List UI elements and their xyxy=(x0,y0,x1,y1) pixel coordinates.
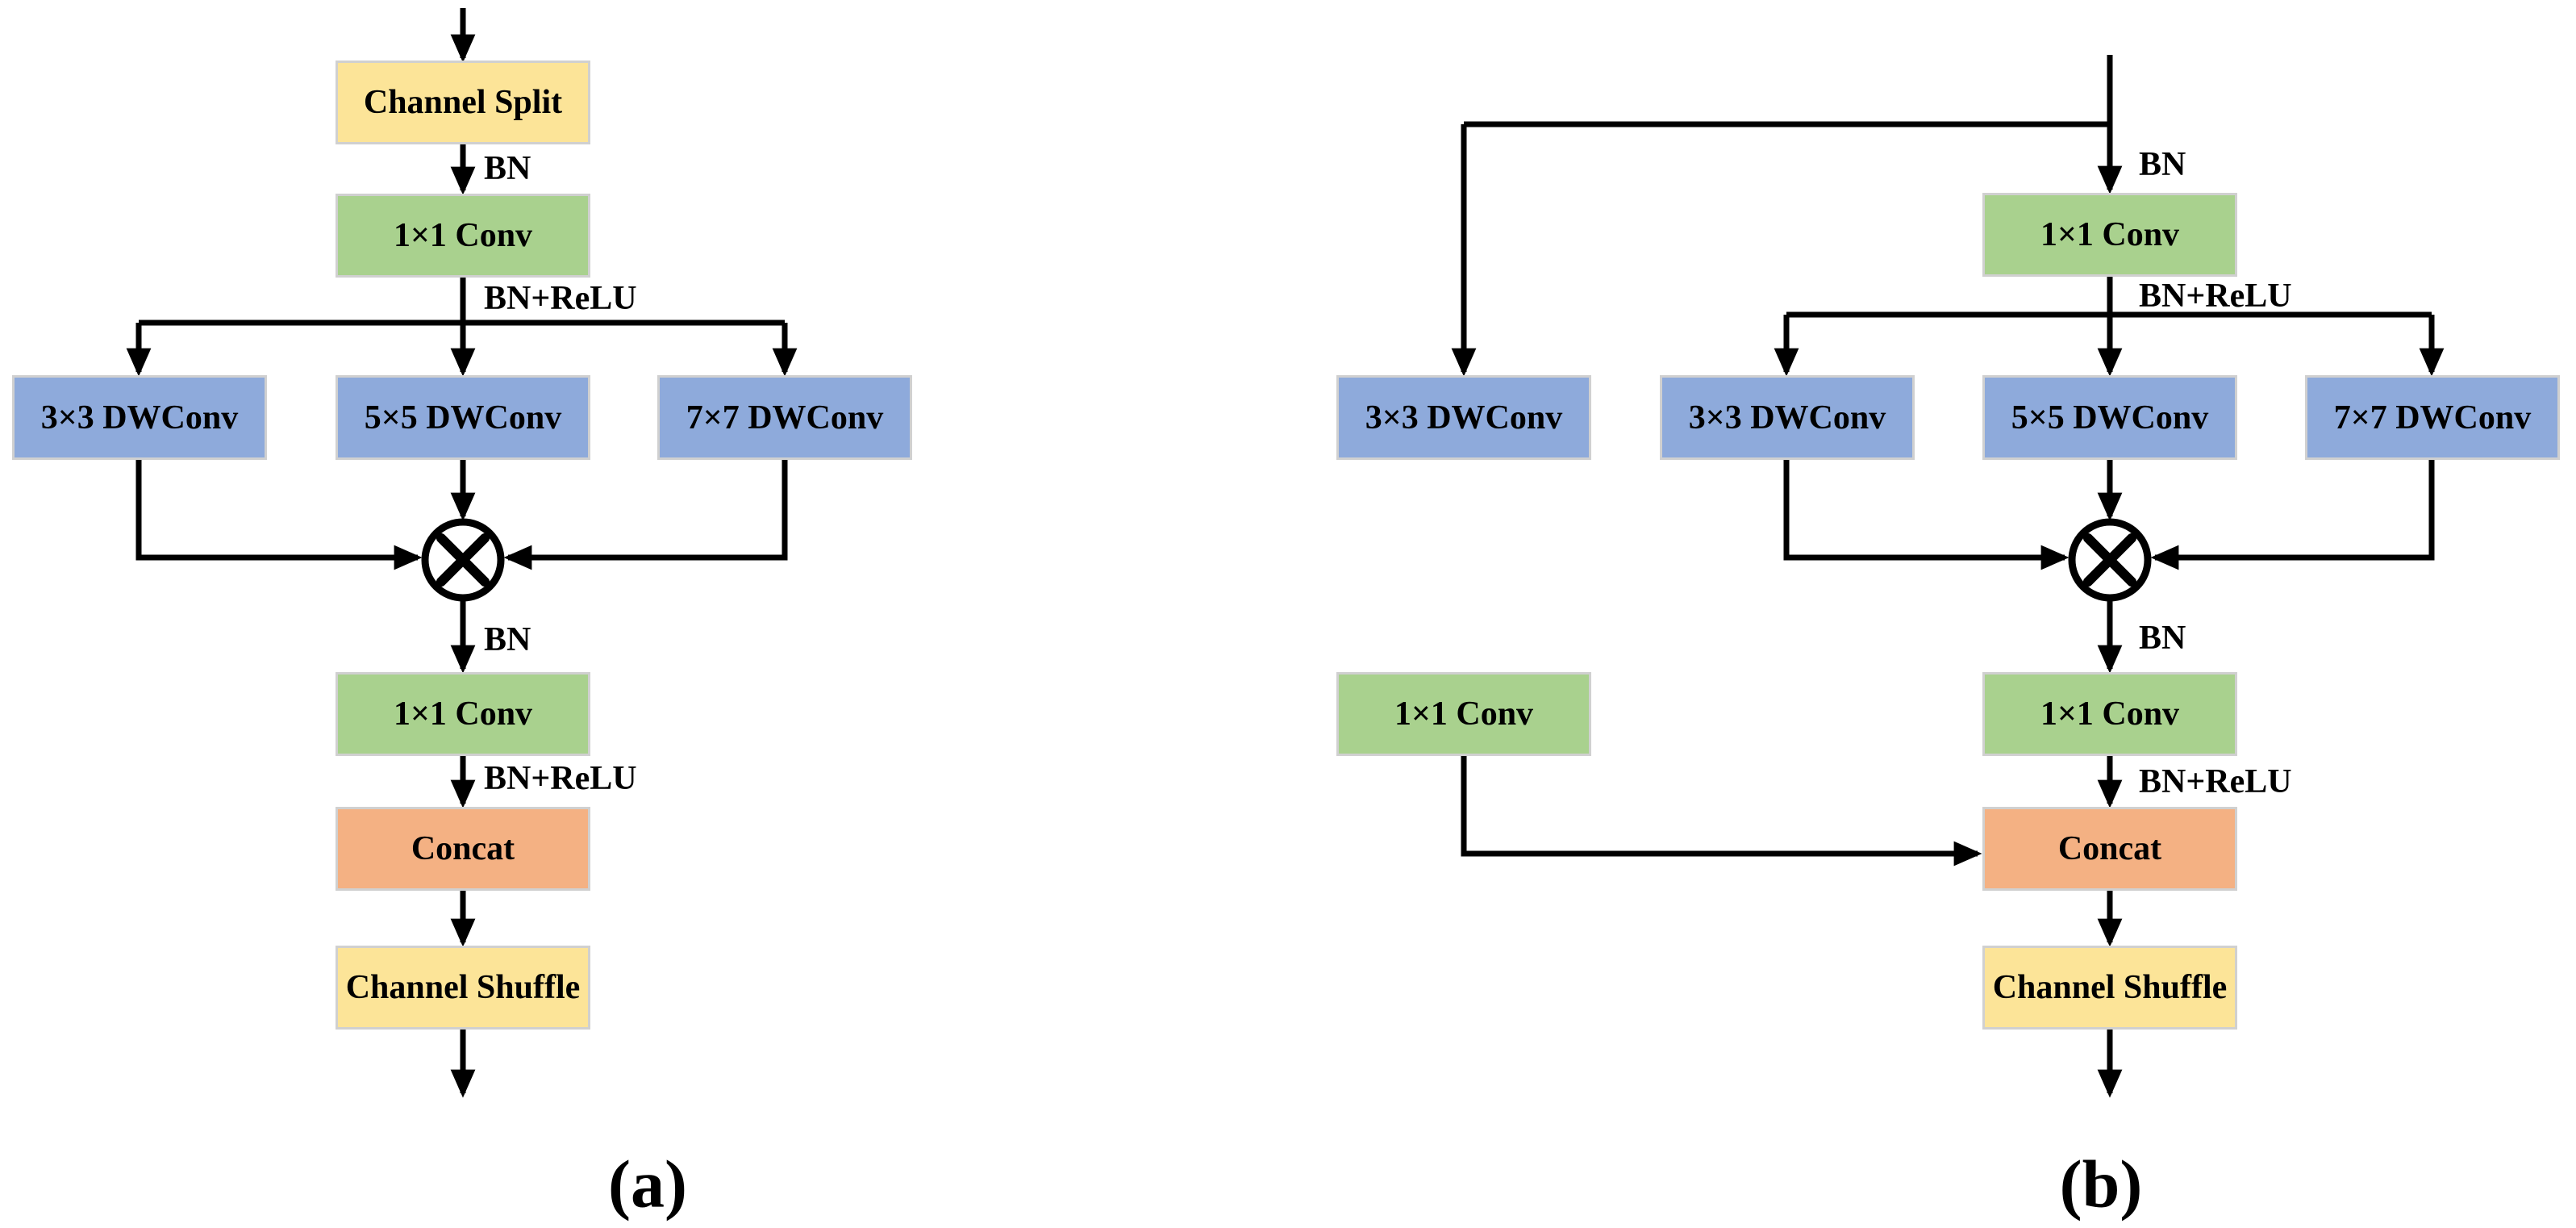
node-channel-shuffle: Channel Shuffle xyxy=(336,946,590,1030)
edge-label-bn-relu: BN+ReLU xyxy=(2139,763,2292,800)
node-3x3-dwconv: 3×3 DWConv xyxy=(1660,375,1915,460)
edge-label-bn: BN xyxy=(2139,146,2186,183)
node-3x3-dwconv-skip: 3×3 DWConv xyxy=(1336,375,1591,460)
node-1x1-conv-skip: 1×1 Conv xyxy=(1336,672,1591,756)
caption-a: (a) xyxy=(608,1147,687,1222)
edge-label-bn: BN xyxy=(2139,620,2186,657)
edge-label-bn-relu: BN+ReLU xyxy=(484,760,637,797)
node-7x7-dwconv: 7×7 DWConv xyxy=(2305,375,2560,460)
caption-b: (b) xyxy=(2059,1147,2143,1222)
node-5x5-dwconv: 5×5 DWConv xyxy=(336,375,590,460)
panel-a-arrows xyxy=(126,8,798,1098)
node-channel-shuffle: Channel Shuffle xyxy=(1982,946,2237,1030)
edge-label-bn-relu: BN+ReLU xyxy=(484,280,637,317)
node-5x5-dwconv: 5×5 DWConv xyxy=(1982,375,2237,460)
node-1x1-conv: 1×1 Conv xyxy=(336,672,590,756)
node-concat: Concat xyxy=(336,807,590,891)
edge-label-bn: BN xyxy=(484,621,531,658)
node-1x1-conv: 1×1 Conv xyxy=(336,194,590,278)
node-1x1-conv: 1×1 Conv xyxy=(1982,193,2237,277)
node-3x3-dwconv: 3×3 DWConv xyxy=(12,375,267,460)
node-channel-split: Channel Split xyxy=(336,61,590,144)
node-concat: Concat xyxy=(1982,807,2237,891)
node-7x7-dwconv: 7×7 DWConv xyxy=(657,375,912,460)
panel-b-arrows xyxy=(1451,55,2445,1098)
multiply-operator-a-icon xyxy=(421,518,505,602)
edge-label-bn-relu: BN+ReLU xyxy=(2139,278,2292,315)
edge-label-bn: BN xyxy=(484,150,531,187)
node-1x1-conv: 1×1 Conv xyxy=(1982,672,2237,756)
multiply-operator-b-icon xyxy=(2068,518,2152,602)
